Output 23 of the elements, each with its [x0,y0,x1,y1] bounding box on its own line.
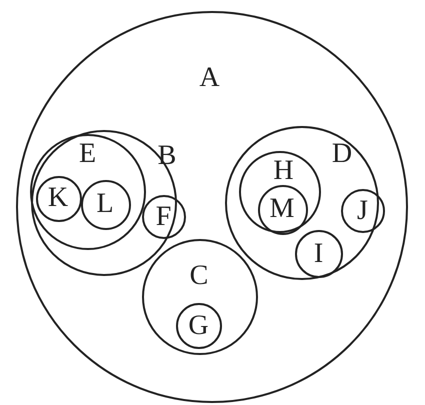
set-circle [295,230,343,278]
set-label: G [188,312,209,340]
set-label: L [96,190,114,218]
set-circle [142,195,186,239]
set-circle [239,151,321,233]
set-label: E [78,140,96,168]
set-label: F [156,202,172,230]
set-circle [142,238,258,354]
set-label: C [190,262,208,290]
set-circle [36,176,82,222]
set-circle [16,11,408,403]
set-circle [30,134,146,250]
set-label: I [314,240,324,268]
set-label: D [332,140,352,168]
set-circle [341,189,385,233]
set-label: M [270,195,294,223]
set-label: J [357,196,368,224]
set-label: K [48,184,68,212]
set-circle [80,180,130,230]
set-label: H [273,156,294,184]
set-label: A [199,64,220,92]
set-circle [258,184,308,234]
set-circle [176,303,222,349]
